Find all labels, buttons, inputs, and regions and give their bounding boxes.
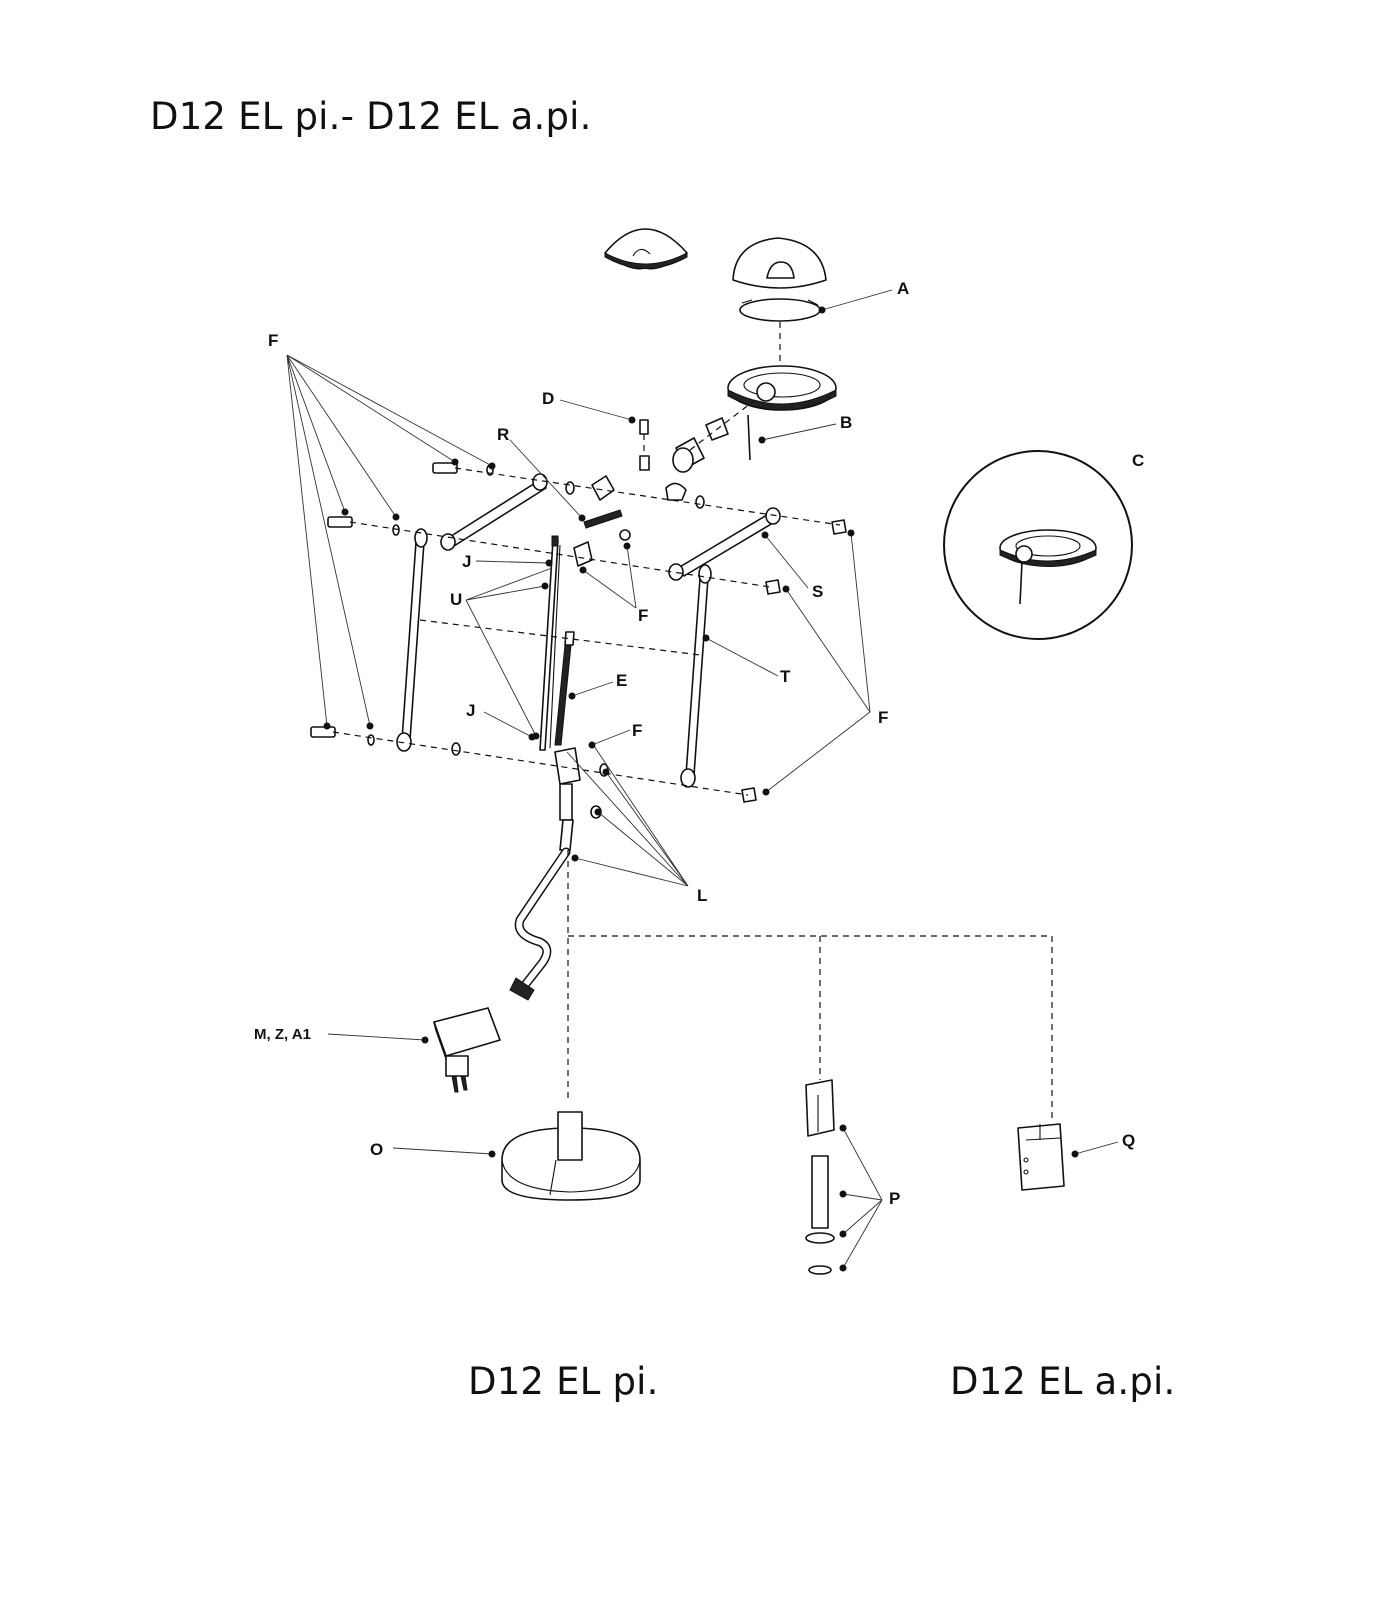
label-c: C (1132, 451, 1144, 470)
switch-part-d (639, 419, 650, 471)
inner-rods (539, 535, 561, 751)
label-j-upper: J (462, 552, 471, 571)
label-p: P (889, 1189, 900, 1208)
variant-pi-caption: D12 EL pi. (468, 1360, 659, 1403)
upper-joint-block (573, 475, 687, 567)
label-f-joint: F (632, 721, 642, 740)
vertical-rod-left (396, 528, 428, 752)
upper-arm-right (668, 507, 781, 581)
variant-api-caption: D12 EL a.pi. (950, 1360, 1176, 1403)
label-u: U (450, 590, 462, 609)
stem-and-cable (509, 819, 574, 1001)
lens-disc (739, 298, 821, 322)
detail-circle-c (943, 450, 1133, 640)
leader-lines (286, 289, 1119, 1269)
label-l: L (697, 886, 707, 905)
label-s: S (812, 582, 823, 601)
diagram-title: D12 EL pi.- D12 EL a.pi. (150, 95, 592, 138)
lower-joint-block (554, 747, 581, 821)
label-f-mid: F (638, 606, 648, 625)
callout-labels: A B C D E F F F F J J U R S T L M, Z, A1… (254, 279, 1144, 1208)
wall-bracket-q (1017, 1123, 1065, 1191)
label-o: O (370, 1140, 383, 1159)
reflector-shade-large (732, 237, 827, 289)
label-j-lower: J (466, 701, 475, 720)
spring-e (554, 631, 575, 746)
vertical-rod-right (680, 564, 712, 788)
reflector-shade-small (604, 228, 688, 270)
label-e: E (616, 671, 627, 690)
power-adapter (433, 1007, 501, 1093)
label-power-adapter: M, Z, A1 (254, 1026, 311, 1043)
socket-assembly (672, 399, 756, 473)
label-t: T (780, 667, 791, 686)
assembly-lines (332, 467, 1053, 1122)
spring-r (583, 509, 623, 529)
label-f-top: F (268, 331, 278, 350)
label-a: A (897, 279, 909, 298)
label-r: R (497, 425, 509, 444)
led-housing-ring (727, 365, 837, 411)
base-o (501, 1111, 641, 1201)
mount-p-parts (805, 1079, 835, 1275)
label-d: D (542, 389, 554, 408)
label-f-right: F (878, 708, 888, 727)
callout-dots (323, 306, 1079, 1272)
label-b: B (840, 413, 852, 432)
upper-arm-left (440, 473, 548, 551)
label-q: Q (1122, 1131, 1135, 1150)
